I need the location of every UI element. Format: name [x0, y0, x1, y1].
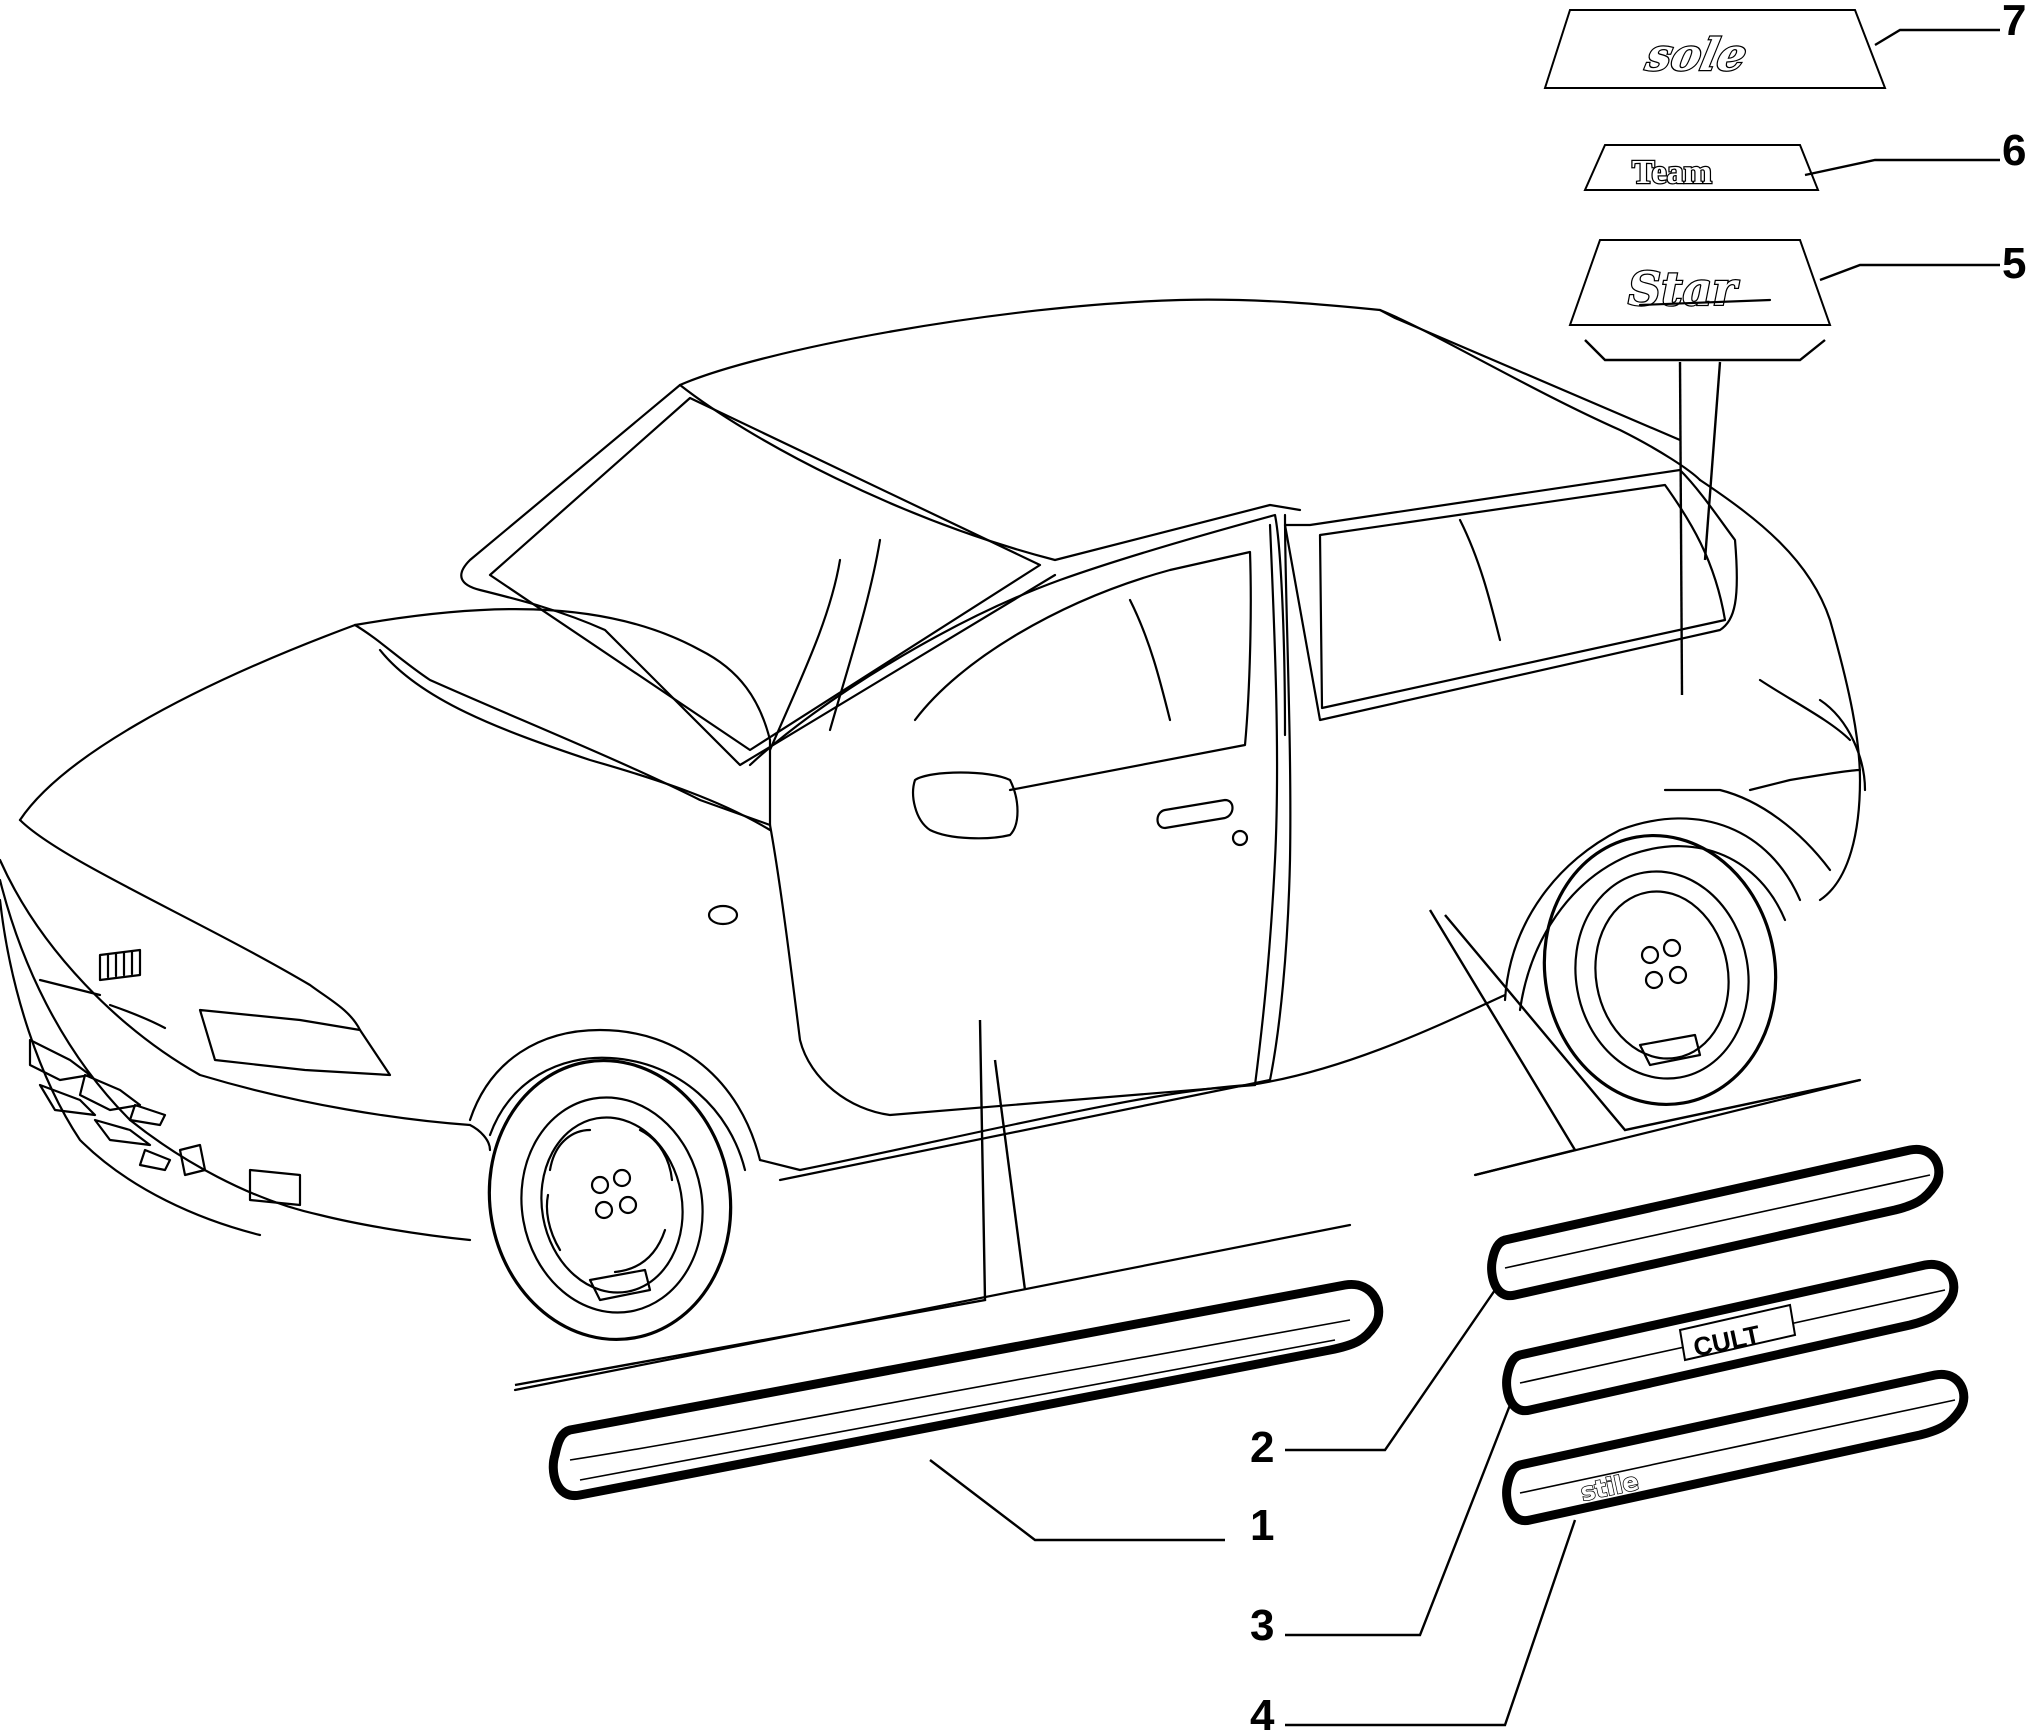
- callout-5: 5: [2002, 239, 2026, 288]
- protective-strip-3: CULT: [1502, 1259, 1959, 1416]
- sole-badge-text: sole: [1641, 29, 1752, 80]
- protective-strip-4: stile: [1502, 1369, 1969, 1526]
- protective-strip-1: [548, 1280, 1384, 1500]
- team-badge: Team: [1583, 144, 1820, 192]
- leader-lines: [514, 28, 2000, 1727]
- callout-1: 1: [1250, 1501, 1274, 1550]
- star-badge: Star: [1568, 239, 1832, 362]
- protective-strip-2: [1487, 1144, 1944, 1301]
- sole-badge: sole: [1543, 9, 1887, 89]
- car-illustration: [0, 298, 1867, 1392]
- star-badge-text: Star: [1628, 262, 1740, 316]
- team-badge-text: Team: [1632, 154, 1712, 191]
- callout-6: 6: [2002, 126, 2026, 175]
- callout-2: 2: [1250, 1423, 1274, 1472]
- callout-3: 3: [1250, 1601, 1274, 1650]
- callout-4: 4: [1250, 1691, 1275, 1735]
- callout-7: 7: [2002, 0, 2026, 45]
